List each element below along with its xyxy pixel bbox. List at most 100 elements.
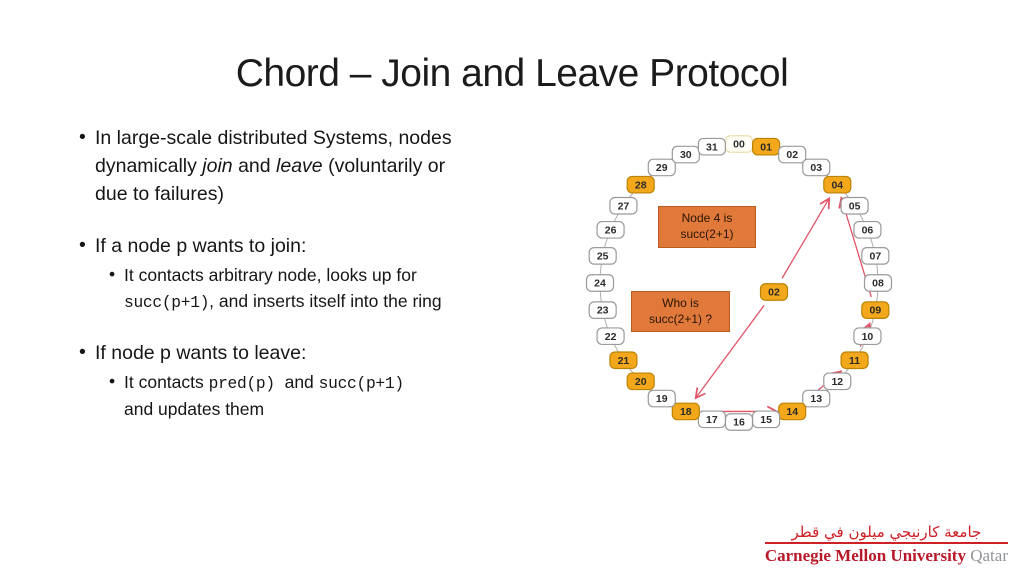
ring-node-20: 20 bbox=[626, 372, 655, 391]
node-box bbox=[588, 247, 617, 265]
node-label: 00 bbox=[733, 139, 745, 151]
node-box bbox=[853, 220, 882, 239]
logo-arabic-text: جامعة كارنيجي ميلون في قطر bbox=[764, 523, 1008, 544]
node-label: 29 bbox=[656, 162, 668, 174]
node-label: 15 bbox=[760, 414, 772, 426]
lookup-arrow-join-to-4 bbox=[781, 198, 829, 279]
ring-node-30: 30 bbox=[671, 145, 700, 164]
ring-node-01: 01 bbox=[752, 137, 781, 156]
lookup-arrow-join-to-18 bbox=[696, 305, 765, 398]
node-box bbox=[853, 327, 882, 346]
bullet-marker: • bbox=[79, 126, 86, 148]
node-label: 31 bbox=[706, 141, 718, 153]
node-box bbox=[823, 372, 852, 391]
ring-node-26: 26 bbox=[596, 220, 625, 239]
node-box bbox=[596, 327, 625, 346]
node-box bbox=[585, 274, 615, 292]
node-box bbox=[671, 402, 700, 421]
node-box bbox=[861, 301, 890, 319]
ring-node-27: 27 bbox=[609, 196, 638, 215]
bullet-item: •If node p wants to leave: bbox=[79, 339, 563, 367]
ring-node-18: 18 bbox=[671, 402, 700, 421]
ring-node-08: 08 bbox=[863, 274, 893, 292]
node-label: 22 bbox=[605, 331, 617, 343]
text-run: succ(p+1) bbox=[124, 292, 210, 312]
node-box bbox=[759, 283, 789, 301]
node-label: 05 bbox=[849, 200, 861, 212]
node-box bbox=[647, 389, 676, 408]
text-run: It contacts bbox=[124, 372, 209, 392]
ring-node-10: 10 bbox=[853, 327, 882, 346]
node-label: 17 bbox=[706, 414, 718, 426]
bullet-item: •In large-scale distributed Systems, nod… bbox=[79, 124, 563, 208]
node-label: 14 bbox=[786, 406, 798, 418]
node-box bbox=[588, 301, 617, 319]
ring-node-05: 05 bbox=[840, 196, 869, 215]
ring-node-00: 00 bbox=[724, 135, 754, 153]
ring-node-28: 28 bbox=[626, 175, 655, 194]
node-label: 16 bbox=[733, 417, 745, 429]
ring-node-25: 25 bbox=[588, 247, 617, 265]
node-label: 02 bbox=[768, 287, 780, 299]
ring-node-12: 12 bbox=[823, 372, 852, 391]
text-run: It contacts arbitrary node, looks up for bbox=[124, 265, 417, 285]
node-box bbox=[802, 158, 831, 177]
node-label: 11 bbox=[849, 355, 860, 367]
node-box bbox=[752, 137, 781, 156]
node-box bbox=[671, 145, 700, 164]
ring-node-31: 31 bbox=[697, 137, 726, 156]
text-run: If a node p wants to join: bbox=[95, 235, 307, 257]
node-label: 27 bbox=[618, 200, 630, 212]
node-label: 25 bbox=[597, 250, 609, 262]
node-label: 24 bbox=[594, 278, 606, 290]
node-box bbox=[823, 175, 852, 194]
bullet-item: •It contacts pred(p) and succ(p+1)and up… bbox=[109, 370, 563, 422]
node-box bbox=[778, 145, 807, 164]
node-box bbox=[647, 158, 676, 177]
text-run: pred(p) bbox=[208, 374, 276, 393]
node-label: 30 bbox=[680, 149, 692, 161]
node-label: 26 bbox=[605, 224, 617, 236]
node-label: 20 bbox=[635, 376, 647, 388]
callout-line: succ(2+1) bbox=[680, 227, 734, 241]
node-box bbox=[609, 196, 638, 215]
text-run: dynamically bbox=[95, 155, 203, 177]
node-box bbox=[626, 175, 655, 194]
text-run: and updates them bbox=[124, 398, 265, 419]
bullet-item: •It contacts arbitrary node, looks up fo… bbox=[109, 263, 563, 315]
node-label: 10 bbox=[862, 331, 874, 343]
node-label: 03 bbox=[810, 162, 822, 174]
node-box bbox=[596, 220, 625, 239]
ring-node-09: 09 bbox=[861, 301, 890, 319]
logo-campus-name: Qatar bbox=[970, 546, 1008, 565]
ring-node-07: 07 bbox=[861, 247, 890, 265]
node-box bbox=[863, 274, 893, 292]
callout-node4-is-succ: Node 4 is succ(2+1) bbox=[658, 206, 756, 248]
cmu-qatar-logo: جامعة كارنيجي ميلون في قطر Carnegie Mell… bbox=[764, 523, 1008, 566]
text-run: , and inserts itself into the ring bbox=[209, 290, 442, 311]
node-label: 07 bbox=[869, 250, 881, 262]
callout-line: Node 4 is bbox=[681, 211, 733, 226]
node-box bbox=[697, 137, 726, 156]
bullet-marker: • bbox=[109, 371, 116, 391]
node-box bbox=[626, 372, 655, 391]
node-box bbox=[840, 196, 869, 215]
node-label: 19 bbox=[656, 393, 668, 405]
bullet-list: •In large-scale distributed Systems, nod… bbox=[79, 124, 563, 422]
ring-node-11: 11 bbox=[840, 351, 869, 370]
node-box bbox=[840, 351, 869, 370]
ring-node-04: 04 bbox=[823, 175, 852, 194]
ring-node-14: 14 bbox=[778, 402, 807, 421]
ring-node-17: 17 bbox=[697, 410, 726, 429]
node-label: 01 bbox=[760, 141, 772, 153]
node-box bbox=[802, 389, 831, 408]
node-label: 04 bbox=[831, 179, 843, 191]
ring-node-23: 23 bbox=[588, 301, 617, 319]
callout-who-is-succ: Who is succ(2+1) ? bbox=[631, 291, 730, 332]
node-label: 21 bbox=[618, 355, 630, 367]
bullet-item: •If a node p wants to join: bbox=[79, 232, 563, 260]
joining-node: 02 bbox=[759, 283, 789, 301]
